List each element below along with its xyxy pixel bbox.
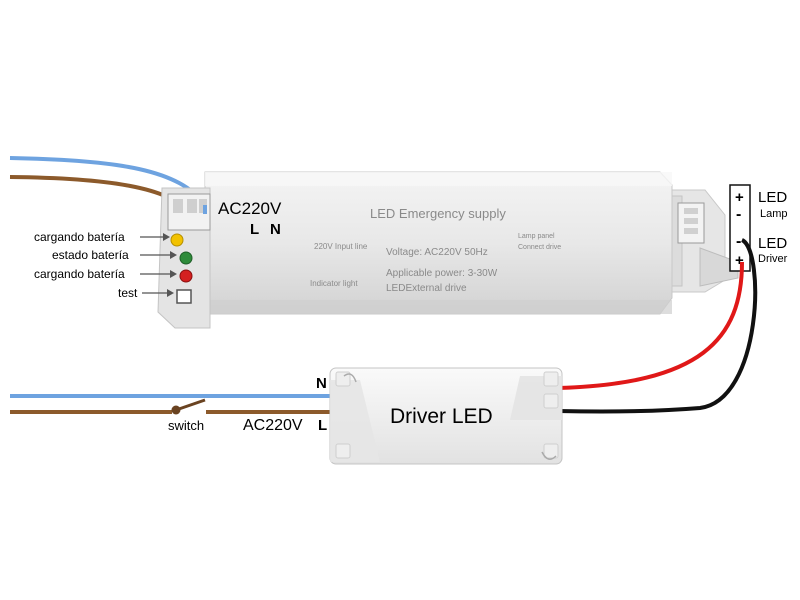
emergency-supply-unit: LED Emergency supply 220V Input line Ind… <box>157 171 739 329</box>
switch-label: switch <box>168 418 204 433</box>
neutral-terminal-label: N <box>270 221 281 238</box>
terminal-minus-driver: - <box>736 233 741 250</box>
driver-live-label: L <box>318 417 327 434</box>
led-driver-sublabel: Driver <box>758 253 788 265</box>
terminal-plus-driver: + <box>735 252 744 269</box>
indicator-status-green <box>179 251 193 265</box>
terminal-minus-lamp: - <box>736 206 741 223</box>
driver-led-box: Driver LED <box>329 367 563 465</box>
case-title: LED Emergency supply <box>370 206 506 221</box>
negative-wire <box>557 238 758 414</box>
test-button[interactable] <box>176 289 192 304</box>
case-voltage-text: Voltage: AC220V 50Hz <box>386 247 488 258</box>
case-connect-drive-text: Connect drive <box>518 244 561 251</box>
case-lamp-panel-text: Lamp panel <box>518 233 555 240</box>
indicator-legend: cargando batería estado batería cargando… <box>34 230 177 300</box>
output-terminal-strip: + - - + <box>729 184 751 272</box>
indicator-charging-yellow <box>170 233 184 247</box>
led-lamp-sublabel: Lamp <box>760 208 788 220</box>
live-terminal-label: L <box>250 221 259 238</box>
indicator-label: cargando batería <box>34 267 125 281</box>
driver-ac-label: AC220V <box>243 417 303 434</box>
indicator-label: cargando batería <box>34 230 125 244</box>
led-driver-label: LED <box>758 235 787 252</box>
driver-title: Driver LED <box>390 405 493 428</box>
indicator-label: estado batería <box>52 248 129 262</box>
case-power-text: Applicable power: 3-30W <box>386 268 498 279</box>
switch <box>171 398 206 415</box>
indicator-label: test <box>118 286 138 300</box>
ac-input-label: AC220V <box>218 199 282 218</box>
positive-wire <box>557 261 744 390</box>
case-indicator-label: Indicator light <box>310 279 358 288</box>
indicator-charging-red <box>179 269 193 283</box>
case-input-label: 220V Input line <box>314 242 368 251</box>
led-lamp-label: LED <box>758 189 787 206</box>
terminal-plus-lamp: + <box>735 189 744 206</box>
driver-neutral-label: N <box>316 375 327 392</box>
case-external-text: LEDExternal drive <box>386 283 467 294</box>
